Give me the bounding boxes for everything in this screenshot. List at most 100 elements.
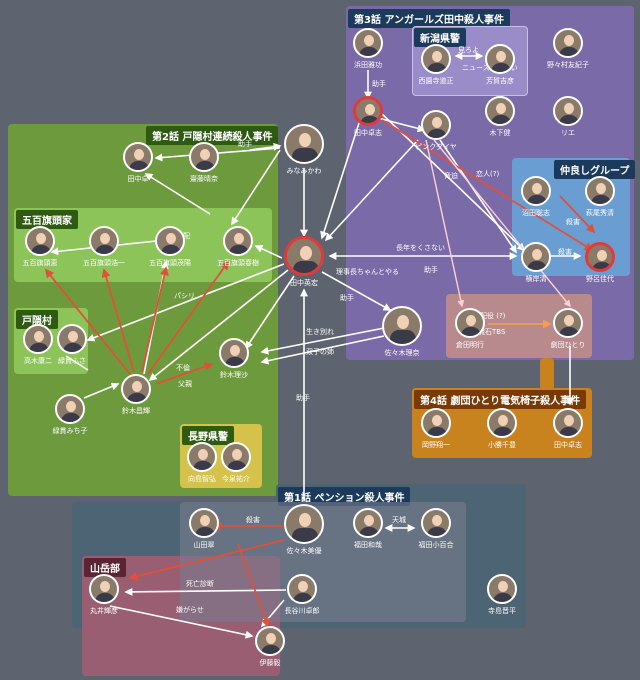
portrait-icon [89,574,119,604]
label-fuka: 不倫 [176,363,190,372]
portrait-icon [155,226,185,256]
edge-red-masa-yohei [44,268,131,375]
portrait-icon [455,308,485,338]
person-ito[interactable]: 伊藤毅 [240,626,300,668]
person-sasaki-mi[interactable]: 佐々木美優 [274,504,334,556]
portrait-icon [284,124,324,164]
edge-pink-gekidan [433,139,571,308]
person-mukojima[interactable]: 向島智弘 [172,442,232,484]
edge-center-togakushi [86,263,285,342]
person-saito[interactable]: 齋藤晴奈 [174,142,234,184]
portrait-icon [353,28,383,58]
edge-red-ep1-marui [128,539,285,581]
person-kinoshita[interactable]: 木下健 [470,96,530,138]
person-rie[interactable]: リエ [538,96,598,138]
edge-minamikawa-gohyakki [231,149,281,226]
person-hagio[interactable]: 萩尾秀清 [570,176,630,218]
person-pink-daiya[interactable]: ピンクダイヤ [406,110,466,152]
person-minamikawa[interactable]: みなみかわ [274,124,334,176]
person-fukuda[interactable]: 福田和哉 [338,508,398,550]
person-marui[interactable]: 丸井輝彦 [74,574,134,616]
person-takagi[interactable]: 高木康二 [8,324,68,366]
portrait-icon [223,226,253,256]
portrait-icon [585,242,615,272]
person-kurata[interactable]: 倉田明行 [440,308,500,350]
portrait-icon [55,394,85,424]
portrait-icon [521,242,551,272]
person-hamada[interactable]: 浜田雅功 [338,28,398,70]
person-nonoyama[interactable]: 野々村友紀子 [538,28,598,70]
portrait-icon [487,574,517,604]
label-haiyaku: 配役 (?) [480,311,506,320]
person-terashima[interactable]: 寺島晋平 [472,574,532,616]
person-gekidan[interactable]: 劇団ひとり [538,308,598,350]
person-tanaka-takushi[interactable]: 田中卓志 [338,96,398,138]
person-okano[interactable]: 岡野翔一 [406,408,466,450]
portrait-icon [219,338,249,368]
person-midori[interactable]: 緑貫みち子 [40,394,100,436]
portrait-icon [485,44,515,74]
edge-red-tanaka-nomiya [381,119,594,251]
portrait-icon [421,408,451,438]
edge-red-masa-suzuki [155,362,214,385]
edge-center-suzuki [245,275,295,350]
edge-tanaka-nakayoshi [379,111,526,252]
edge-gohyakki-tanaka [144,173,211,215]
person-numata[interactable]: 沼田聡志 [506,176,566,218]
edge-takagi-masa [65,355,89,371]
person-yoshikawa[interactable]: 芳賀吉彦 [470,44,530,86]
sangakubu-title: 山岳部 [84,558,126,577]
person-hasegawa[interactable]: 長谷川卓郎 [272,574,332,616]
label-kirai: 嫌がらせ [176,605,204,614]
portrait-icon [284,504,324,544]
portrait-icon [89,226,119,256]
person-yuki[interactable]: 緑貫ふさ [42,324,102,366]
person-nomiya[interactable]: 野呂佳代 [570,242,630,284]
label-futago: 双子の姉 [306,347,334,356]
portrait-icon [121,374,151,404]
person-yamada[interactable]: 山田翠 [174,508,234,550]
episode-3-title: 第3話 アンガールズ田中殺人事件 [348,9,511,28]
label-jokyo-minamikawa: 助手 [238,139,252,148]
label-pashiri: パシリ [174,292,195,300]
portrait-icon [284,236,324,276]
edge-red-masa-haruki [147,260,230,375]
portrait-icon [553,96,583,126]
portrait-icon [25,226,55,256]
label-ryuseki: 流石TBS [478,327,506,336]
portrait-icon [421,508,451,538]
person-sasaki-rina[interactable]: 佐々木理奈 [372,306,432,358]
person-imamura[interactable]: 今泉祐介 [206,442,266,484]
person-nishizonoji[interactable]: 西園寺道正 [406,44,466,86]
person-suzuki-masa[interactable]: 鈴木昌輝 [106,374,166,416]
label-jo-ep1: 助手 [296,393,310,402]
nakayoshi-title: 仲良しグループ [554,160,636,179]
portrait-icon [23,324,53,354]
person-shigeharu[interactable]: 五百旗頭茂陽 [140,226,200,268]
portrait-icon [123,142,153,172]
person-tanaka-ei[interactable]: 田中英宏 [274,236,334,288]
person-yohei[interactable]: 五百旗頭恵 [10,226,70,268]
nagano-title: 長野県警 [182,426,234,445]
edge-center-sasaki [321,271,392,311]
portrait-icon [189,142,219,172]
portrait-icon [421,44,451,74]
person-kishi[interactable]: 横岸清 [506,242,566,284]
edge-red-numata [559,195,596,234]
person-ep4-third[interactable]: 田中卓志 [538,408,598,450]
label-shibo: 死亡診断 [186,579,214,588]
edge-center-haruki [254,245,283,259]
person-fukuda-sayuri[interactable]: 福田小百合 [406,508,466,550]
person-kouichi[interactable]: 五百旗頭浩一 [74,226,134,268]
person-suzuki-riho[interactable]: 鈴木理沙 [204,338,264,380]
portrait-icon [353,96,383,126]
portrait-icon [553,408,583,438]
edge-pink-nakayoshi [439,139,517,254]
person-komura[interactable]: 小勝千豊 [472,408,532,450]
label-riji: 理事長ちゃんとやる [336,267,399,276]
person-haruki[interactable]: 五百旗頭春樹 [208,226,268,268]
portrait-icon [353,508,383,538]
person-tanaka-taku[interactable]: 田中卓 [108,142,168,184]
episode-4-title: 第4話 劇団ひとり電気椅子殺人事件 [414,390,587,409]
portrait-icon [521,176,551,206]
